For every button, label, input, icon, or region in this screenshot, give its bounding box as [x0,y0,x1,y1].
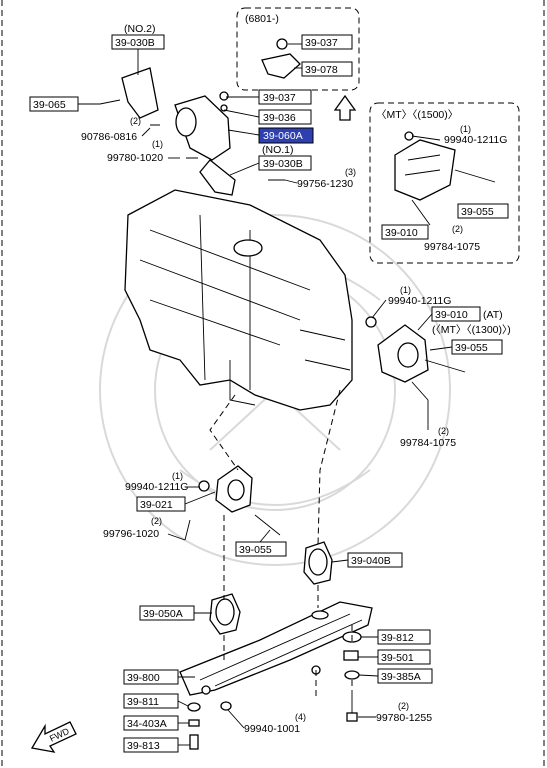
part-39-812: 39-812 [381,632,414,644]
part-39-813: 39-813 [127,740,160,752]
part-99784-1075-a: 99784-1075 [424,241,480,253]
part-39-010a: 39-010 [385,227,418,239]
part-39-055b: 39-055 [455,342,488,354]
part-99940-1001: 99940-1001 [244,723,300,735]
qty-3: (3) [345,167,356,177]
qty-2d: (2) [151,516,162,526]
direction-arrow-icon [333,94,357,121]
engine-block [124,189,353,411]
bushing-stack [342,631,362,722]
qty-2a: (2) [130,116,141,126]
qty-2b: (2) [452,224,463,234]
box-39-055a [457,203,509,219]
part-39-060a: 39-060A [263,130,303,142]
part-39-800: 39-800 [127,672,160,684]
part-99780-1255: 99780-1255 [376,712,432,724]
part-34-403a: 34-403A [127,718,167,730]
box-39-078 [301,61,353,77]
part-39-055c: 39-055 [239,544,272,556]
part-39-021: 39-021 [140,499,173,511]
part-39-030b-mid: 39-030B [263,158,303,170]
fwd-arrow-icon: FWD [30,721,77,753]
inset-6801: (6801-) [236,7,360,91]
part-39-040b: 39-040B [351,555,391,567]
part-99940-1211g-c: 99940-1211G [125,481,188,493]
inset-mt-1500: 〈MT〉〈(1500)〉 [369,102,520,264]
part-39-501: 39-501 [381,652,414,664]
box-39-037a [301,34,353,50]
qty-2c: (2) [438,426,449,436]
right-transmission-mount [365,316,466,401]
bottom-left-hardware [187,701,232,750]
part-39-037a: 39-037 [305,37,338,49]
inset-mt-1500-label: 〈MT〉〈(1500)〉 [376,109,458,121]
qty-1a: (1) [152,139,163,149]
qty-2e: (2) [398,701,409,711]
part-99784-1075-b: 99784-1075 [400,437,456,449]
at-label: (AT) [483,309,503,321]
box-39-010a [381,224,429,240]
box-39-060a-highlight [258,127,314,144]
part-39-811: 39-811 [127,696,159,708]
qty-1b: (1) [460,124,471,134]
no2-label: (NO.2) [124,23,156,35]
part-99940-1211g-a: 99940-1211G [444,134,507,146]
part-90786-0816: 90786-0816 [81,131,137,143]
part-39-055a: 39-055 [461,206,494,218]
part-39-010b: 39-010 [435,309,468,321]
part-39-065: 39-065 [33,99,66,111]
part-39-385a: 39-385A [381,671,421,683]
no1-label: (NO.1) [262,144,294,156]
qty-1c: (1) [400,285,411,295]
alignment-lines [209,389,353,700]
part-39-078: 39-078 [305,64,338,76]
center-mount [184,465,281,541]
mt-1300-label: (〈MT〉〈(1300)〉) [432,324,511,336]
part-39-030b-top: 39-030B [115,37,155,49]
part-99940-1211g-b: 99940-1211G [388,295,451,307]
part-99780-1020: 99780-1020 [107,152,163,164]
qty-4: (4) [295,712,306,722]
part-39-036: 39-036 [263,112,296,124]
part-39-037b: 39-037 [263,92,296,104]
qty-1d: (1) [172,471,183,481]
part-99756-1230: 99756-1230 [297,178,353,190]
rubber-mount-040b [303,541,333,585]
rubber-mount-050a [209,593,241,635]
upper-mount-bracket [99,67,285,196]
part-99796-1020: 99796-1020 [103,528,159,540]
inset-6801-label: (6801-) [245,13,279,25]
part-39-050a: 39-050A [143,608,183,620]
leader-lines [78,49,453,746]
box-39-055c [235,541,287,557]
crossmember [179,601,373,696]
